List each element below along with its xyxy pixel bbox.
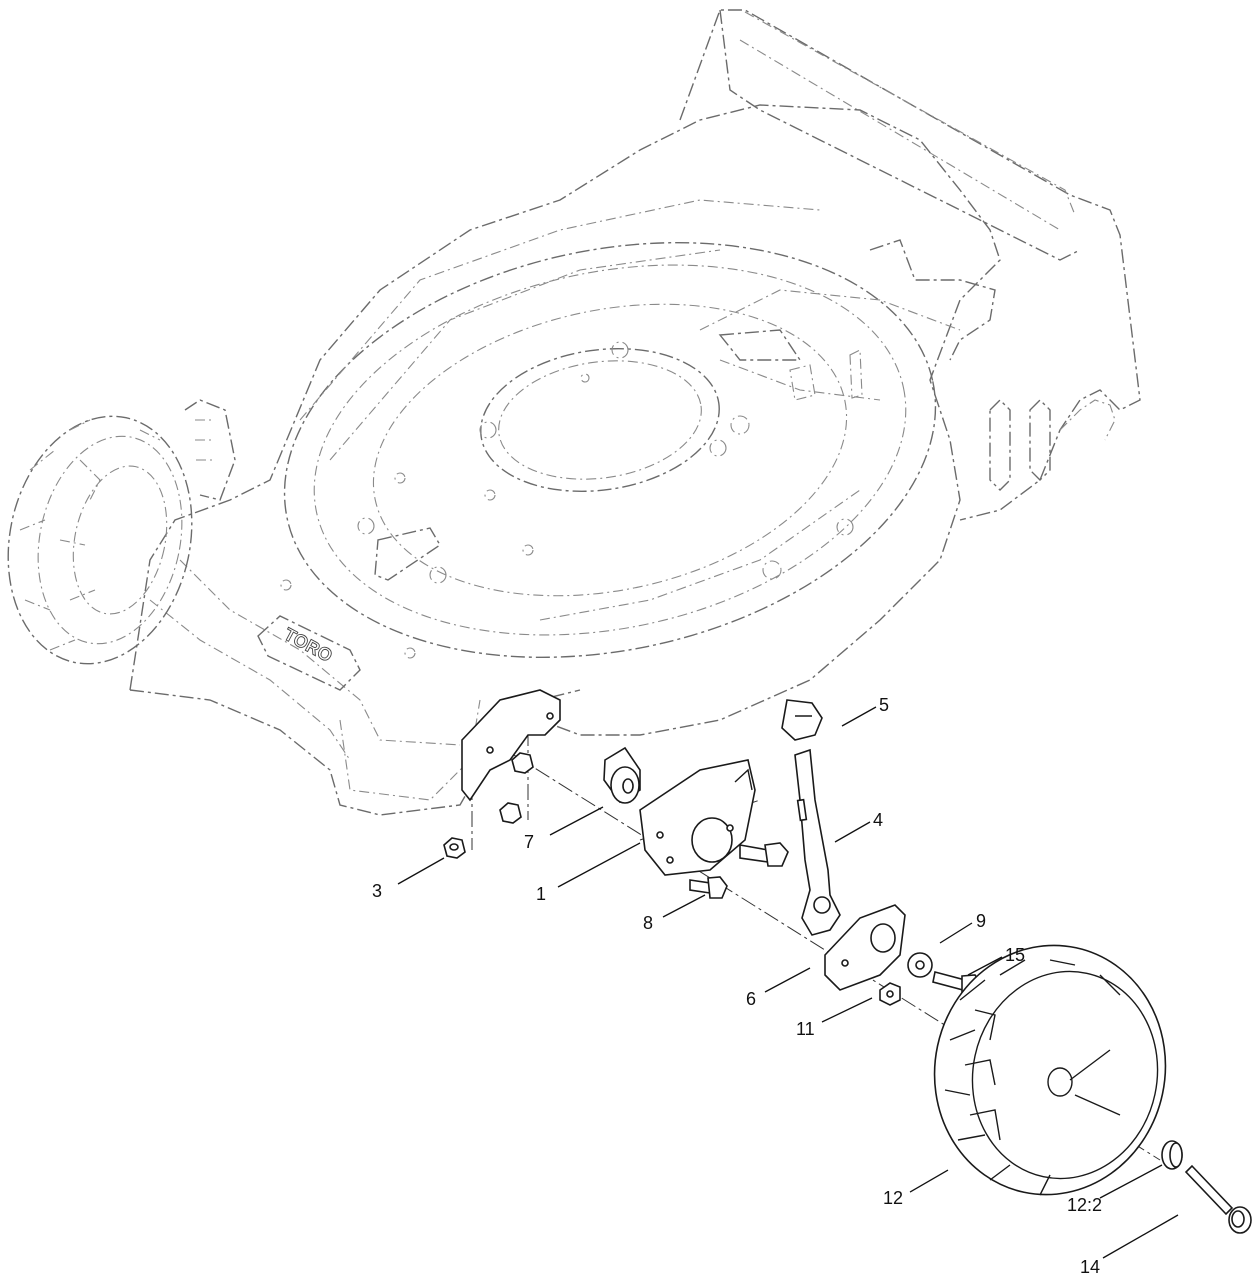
part-bolt-plate (739, 842, 789, 867)
leader-lines (397, 706, 1179, 1259)
part-3-nut (443, 837, 466, 859)
mower-deck-phantom: TORO (129, 9, 1141, 816)
part-nut-lower (499, 802, 522, 824)
part-12-wheel (933, 944, 1167, 1196)
callout-6: 6 (746, 989, 756, 1009)
part-14-bolt (1184, 1164, 1252, 1234)
part-11-nut (879, 982, 901, 1006)
part-4-lever (794, 748, 841, 936)
callout-5: 5 (879, 695, 889, 715)
part-8-bolt (689, 876, 728, 899)
part-5-knob (781, 699, 823, 741)
callout-4: 4 (873, 810, 883, 830)
callout-12-2: 12:2 (1067, 1195, 1102, 1215)
callout-15: 15 (1005, 945, 1025, 965)
part-1-plate (639, 759, 756, 876)
callout-11: 11 (796, 1019, 815, 1039)
part-6-pivot-arm (824, 904, 906, 991)
callout-7: 7 (524, 832, 534, 852)
part-9-washer (907, 952, 933, 978)
callout-1: 1 (536, 884, 546, 904)
part-12-2-washer (1161, 1140, 1183, 1170)
part-7-spacer (603, 746, 641, 804)
rear-wheel-phantom (7, 399, 236, 665)
callout-labels: 3 7 1 8 5 4 6 9 15 11 12 12:2 14 (372, 695, 1102, 1277)
deck-bracket (461, 689, 561, 802)
callout-12: 12 (883, 1188, 903, 1208)
part-nut-upper (511, 752, 534, 774)
callout-8: 8 (643, 913, 653, 933)
callout-14: 14 (1080, 1257, 1100, 1277)
callout-3: 3 (372, 881, 382, 901)
callout-9: 9 (976, 911, 986, 931)
